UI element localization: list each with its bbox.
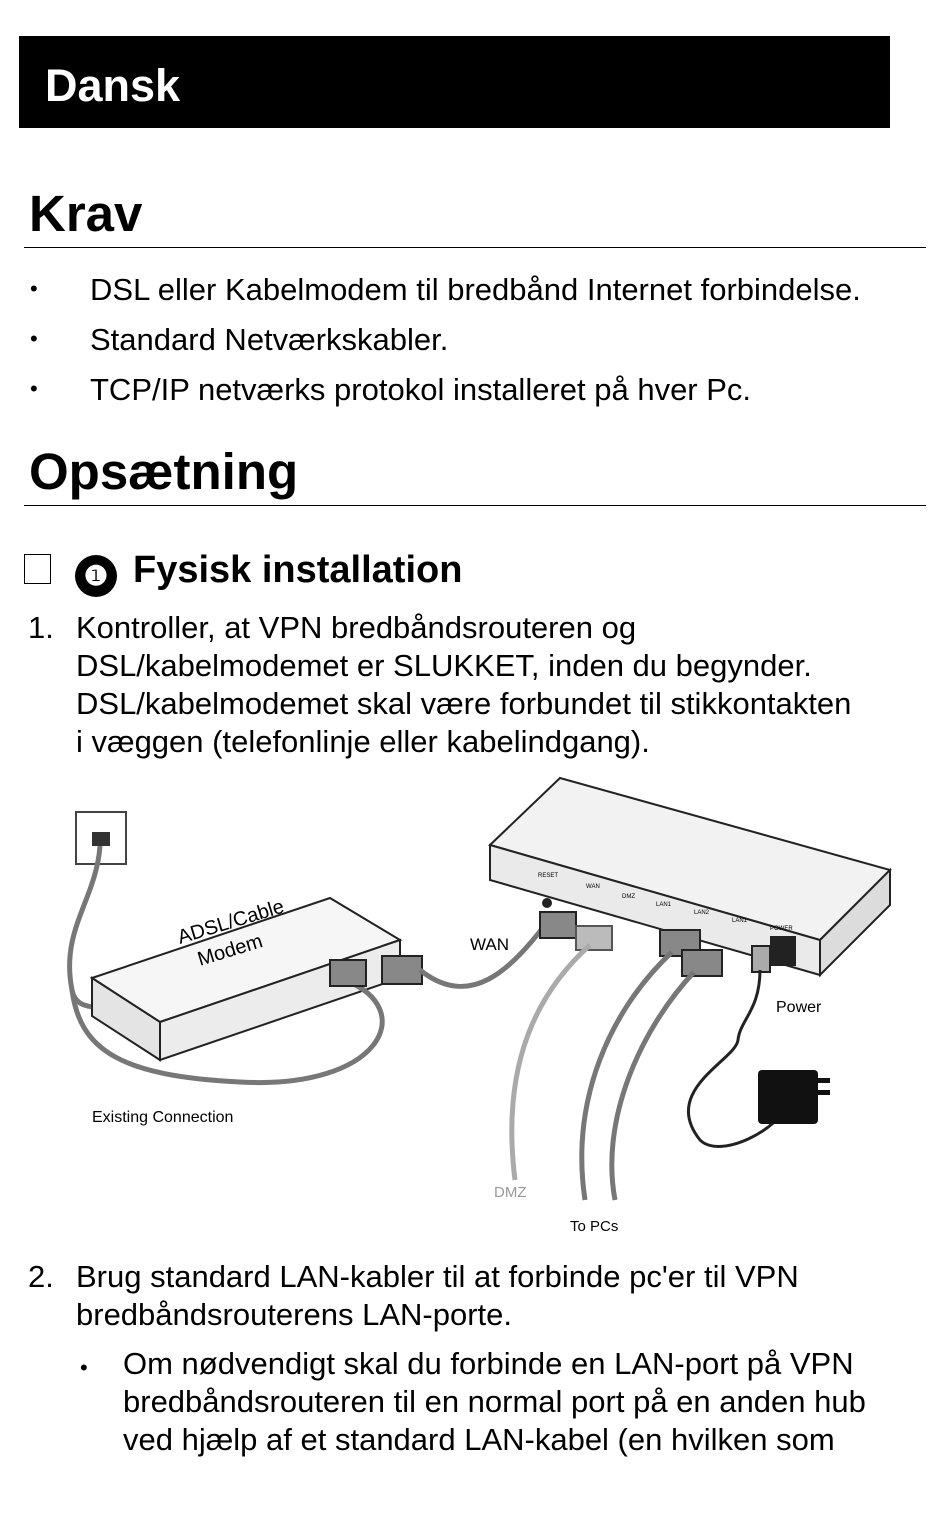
dmz-label: DMZ	[494, 1184, 527, 1201]
wan-cable	[418, 923, 547, 989]
bullet-text: Standard Netværkskabler.	[90, 322, 449, 357]
dmz-plug-icon	[575, 925, 613, 951]
modem-plug-icon	[329, 959, 367, 987]
port-label: LAN1	[656, 902, 672, 908]
to-pcs-label: To PCs	[570, 1218, 618, 1235]
dmz-cable	[509, 943, 592, 1181]
step-1-line: DSL/kabelmodemet er SLUKKET, inden du be…	[76, 648, 812, 683]
power-cable	[687, 969, 792, 1148]
installation-diagram: ADSL/Cable Modem WAN RESET WAN DMZ LAN1 …	[67, 776, 892, 1235]
modem-plug-icon	[381, 955, 423, 985]
subheading-fysisk-installation: Fysisk installation	[133, 549, 463, 591]
port-label: LAN2	[694, 910, 710, 916]
checkbox-icon	[24, 554, 51, 584]
wan-plug-icon	[539, 911, 577, 939]
existing-connection-label: Existing Connection	[92, 1109, 233, 1126]
existing-connection-cable	[69, 977, 385, 1086]
lan-cable	[609, 970, 696, 1201]
port-label: RESET	[538, 873, 558, 879]
step-1-line: DSL/kabelmodemet skal være forbundet til…	[76, 686, 852, 721]
step-number: 1.	[28, 610, 54, 645]
lan-cable	[579, 950, 674, 1201]
divider-krav	[24, 247, 926, 248]
power-plug-icon	[751, 945, 771, 973]
step-number: 2.	[28, 1259, 54, 1294]
language-banner: Dansk	[19, 36, 890, 128]
router-icon: RESET WAN DMZ LAN1 LAN2 LAN1 POWER	[488, 776, 892, 978]
wan-label: WAN	[470, 935, 509, 954]
sub-bullet-line: Om nødvendigt skal du forbinde en LAN-po…	[123, 1346, 854, 1381]
heading-krav: Krav	[29, 185, 143, 242]
divider-opsaetning	[24, 505, 926, 506]
lan-plug-icon	[681, 949, 723, 977]
bullet-dot: •	[30, 276, 38, 301]
step-1-line: i væggen (telefonlinje eller kabelindgan…	[76, 724, 650, 759]
step-2-line: bredbåndsrouterens LAN-porte.	[76, 1297, 512, 1332]
sub-bullet-line: bredbåndsrouteren til en normal port på …	[123, 1384, 866, 1419]
heading-opsaetning: Opsætning	[29, 443, 299, 500]
power-adapter-icon	[758, 1070, 830, 1124]
language-title: Dansk	[45, 60, 181, 111]
bullet-dot: •	[80, 1355, 88, 1380]
bullet-text: TCP/IP netværks protokol installeret på …	[90, 372, 752, 407]
step-1-line: Kontroller, at VPN bredbåndsrouteren og	[76, 610, 637, 645]
step-2-line: Brug standard LAN-kabler til at forbinde…	[76, 1259, 799, 1294]
power-label: Power	[776, 999, 822, 1016]
port-label: POWER	[770, 926, 793, 932]
port-label: LAN1	[732, 918, 748, 924]
port-label: DMZ	[622, 894, 635, 900]
port-label: WAN	[586, 884, 600, 890]
bullet-dot: •	[30, 326, 38, 351]
bullet-dot: •	[30, 376, 38, 401]
number-one-icon: ❶	[75, 555, 117, 597]
bullet-text: DSL eller Kabelmodem til bredbånd Intern…	[90, 272, 861, 307]
sub-bullet-line: ved hjælp af et standard LAN-kabel (en h…	[123, 1422, 835, 1457]
